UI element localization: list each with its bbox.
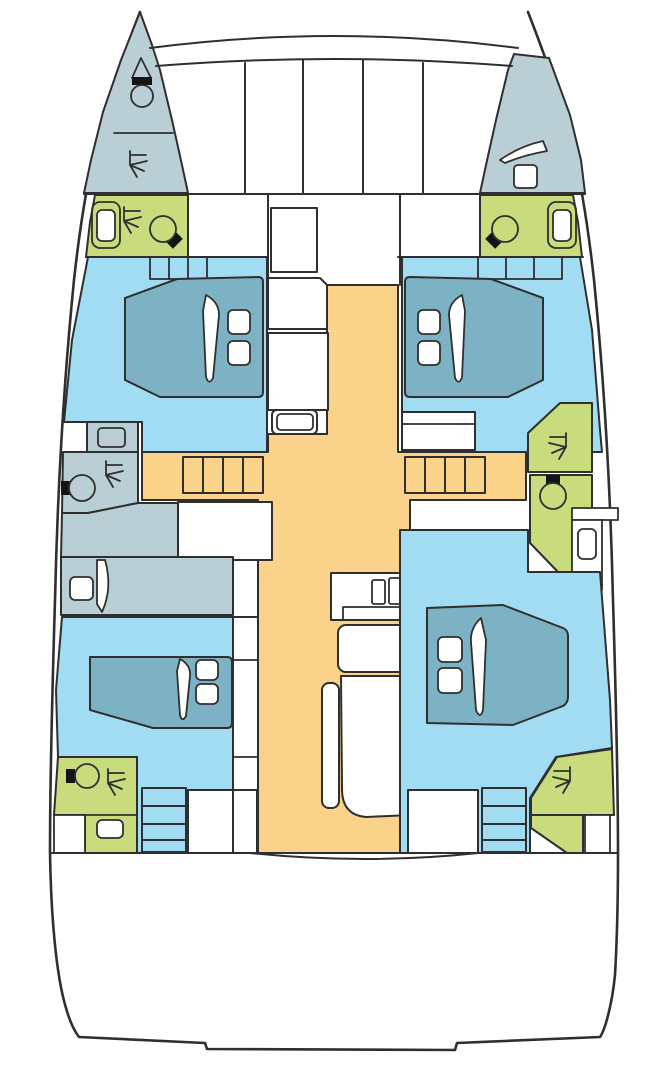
hull-outline: [48, 10, 620, 1052]
pillow: [227, 309, 251, 335]
folded-sheet: [470, 617, 487, 716]
mast-step-locker: [270, 207, 318, 273]
hull-stairs: [481, 787, 527, 853]
toilet-icon: [61, 474, 96, 502]
sliding-door-curve: [249, 852, 479, 860]
galley-and-saloon-furniture: [267, 277, 411, 818]
toilet-icon: [149, 215, 183, 249]
vanity-counter: [547, 201, 577, 249]
sink-icon: [552, 209, 572, 242]
double-berth: [124, 276, 264, 398]
sink-icon: [96, 209, 116, 242]
aft-deck: [49, 852, 619, 860]
windlass-drum: [130, 84, 154, 108]
transom-step: [53, 814, 86, 854]
pillow: [417, 340, 441, 366]
vanity-desk: [401, 411, 476, 451]
folded-sheet: [202, 294, 220, 383]
sink-basin: [371, 579, 386, 605]
pillow: [195, 659, 219, 681]
pillow: [69, 576, 94, 601]
vanity-counter: [91, 201, 121, 249]
double-berth: [404, 276, 544, 398]
toilet-icon: [539, 475, 567, 510]
companionway-stairs-starboard: [404, 456, 486, 494]
settee-side-table: [321, 682, 340, 809]
shelf: [571, 507, 619, 521]
starboard-forward-cabin: [401, 256, 603, 453]
port-aft-cabin: [55, 616, 259, 854]
port-forward-cabin: [63, 256, 268, 453]
wardrobe: [477, 256, 563, 280]
folded-sheet: [448, 294, 466, 383]
toilet-icon: [485, 215, 519, 249]
pillow: [437, 667, 463, 694]
drawer-unit: [97, 427, 126, 448]
galley-counter: [267, 332, 329, 411]
transom-step: [584, 814, 611, 854]
windlass-gypsy: [132, 77, 152, 85]
starboard-aft-shower: [530, 748, 615, 854]
pillow: [195, 683, 219, 705]
hatch: [513, 164, 538, 189]
hull-stairs: [141, 787, 187, 853]
crossbeam-forward-arc: [149, 35, 519, 49]
port-mid-section: [60, 421, 273, 616]
crossbeam-aft-arc: [155, 58, 513, 67]
starboard-mid-head: [527, 402, 619, 591]
double-berth: [426, 604, 569, 726]
settee-seat: [340, 675, 411, 818]
sink-icon: [96, 819, 124, 839]
port-forward-head: [85, 194, 189, 258]
pillow: [417, 309, 441, 335]
step-seat: [271, 409, 318, 435]
pillow: [227, 340, 251, 366]
folded-sheet: [96, 559, 110, 613]
companionway-stairs-port: [182, 456, 264, 494]
port-aft-head: [53, 756, 138, 854]
pillow: [437, 636, 463, 663]
aft-locker: [187, 789, 258, 854]
berth-cushion: [499, 140, 548, 164]
sink-icon: [577, 528, 597, 560]
toilet-icon: [66, 763, 100, 789]
aft-locker: [407, 789, 479, 854]
locker-block: [177, 501, 273, 561]
galley-counter-forward: [267, 277, 328, 330]
starboard-bow-locker: [479, 53, 586, 194]
starboard-forward-head: [479, 194, 583, 258]
starboard-aft-cabin: [399, 529, 613, 854]
folded-sheet: [176, 658, 191, 721]
